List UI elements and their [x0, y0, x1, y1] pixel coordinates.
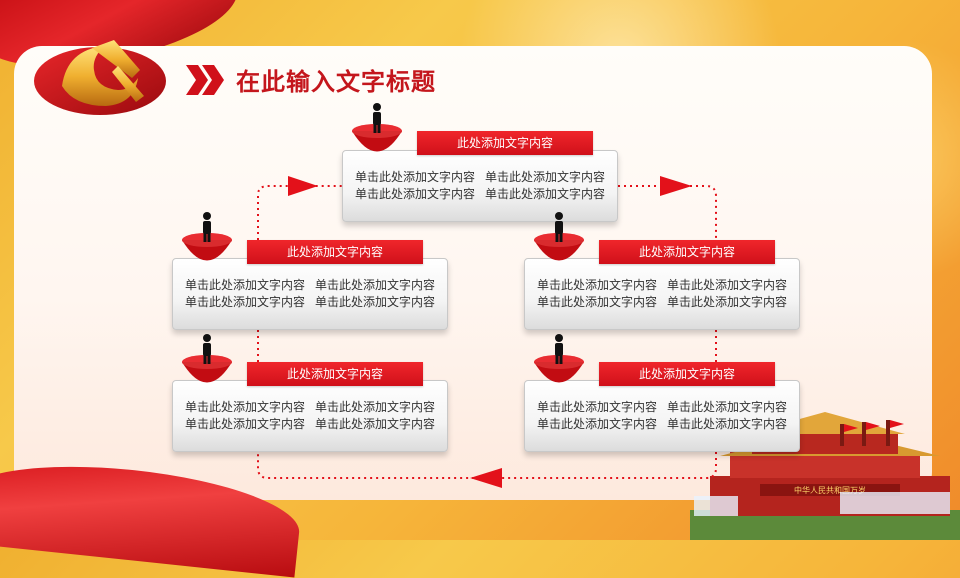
person-figure-icon	[555, 334, 563, 364]
box-text: 单击此处添加文字内容	[315, 400, 436, 414]
person-figure-icon	[373, 103, 381, 133]
person-figure-icon	[555, 212, 563, 242]
tiananmen-gate-icon: 中华人民共和国万岁	[690, 412, 960, 540]
flow-box-3[interactable]: 单击此处添加文字内容单击此处添加文字内容 单击此处添加文字内容单击此处添加文字内…	[524, 258, 800, 330]
flow-box-5[interactable]: 单击此处添加文字内容单击此处添加文字内容 单击此处添加文字内容单击此处添加文字内…	[524, 380, 800, 452]
double-chevron-icon	[186, 64, 224, 95]
box-text: 单击此处添加文字内容	[315, 278, 436, 292]
box-text: 单击此处添加文字内容	[667, 400, 788, 414]
box-text: 单击此处添加文字内容	[184, 417, 305, 431]
flow-box-1[interactable]: 单击此处添加文字内容单击此处添加文字内容 单击此处添加文字内容单击此处添加文字内…	[342, 150, 618, 222]
flow-box-4[interactable]: 单击此处添加文字内容单击此处添加文字内容 单击此处添加文字内容单击此处添加文字内…	[172, 380, 448, 452]
box-text: 单击此处添加文字内容	[354, 170, 475, 184]
slide-title-group: 在此输入文字标题	[186, 62, 436, 97]
person-figure-icon	[203, 212, 211, 242]
box-text: 单击此处添加文字内容	[536, 278, 657, 292]
box-text: 单击此处添加文字内容	[184, 295, 305, 309]
box-text: 单击此处添加文字内容	[667, 295, 788, 309]
box-text: 单击此处添加文字内容	[536, 295, 657, 309]
party-emblem-icon	[34, 40, 166, 115]
person-figure-icon	[203, 334, 211, 364]
box-text: 单击此处添加文字内容	[485, 187, 606, 201]
box-text: 单击此处添加文字内容	[315, 417, 436, 431]
box-text: 单击此处添加文字内容	[536, 417, 657, 431]
box-label-3[interactable]: 此处添加文字内容	[599, 240, 775, 264]
slide-title[interactable]: 在此输入文字标题	[236, 68, 436, 96]
box-text: 单击此处添加文字内容	[184, 278, 305, 292]
box-label-5[interactable]: 此处添加文字内容	[599, 362, 775, 386]
box-label-4[interactable]: 此处添加文字内容	[247, 362, 423, 386]
arrow-right-icon	[660, 176, 692, 196]
flow-box-2[interactable]: 单击此处添加文字内容单击此处添加文字内容 单击此处添加文字内容单击此处添加文字内…	[172, 258, 448, 330]
arrow-right-icon	[288, 176, 318, 196]
box-text: 单击此处添加文字内容	[315, 295, 436, 309]
red-bowl-icon	[182, 212, 232, 261]
box-text: 单击此处添加文字内容	[536, 400, 657, 414]
red-bowl-icon	[534, 212, 584, 261]
box-text: 单击此处添加文字内容	[184, 400, 305, 414]
red-bowl-icon	[352, 103, 402, 152]
box-text: 单击此处添加文字内容	[485, 170, 606, 184]
box-label-2[interactable]: 此处添加文字内容	[247, 240, 423, 264]
gate-banner-text: 中华人民共和国万岁	[794, 485, 866, 495]
red-bowl-icon	[182, 334, 232, 383]
box-text: 单击此处添加文字内容	[354, 187, 475, 201]
red-bowl-icon	[534, 334, 584, 383]
box-text: 单击此处添加文字内容	[667, 278, 788, 292]
box-text: 单击此处添加文字内容	[667, 417, 788, 431]
flow-connectors	[257, 176, 717, 488]
box-label-1[interactable]: 此处添加文字内容	[417, 131, 593, 155]
arrow-left-icon	[470, 468, 502, 488]
